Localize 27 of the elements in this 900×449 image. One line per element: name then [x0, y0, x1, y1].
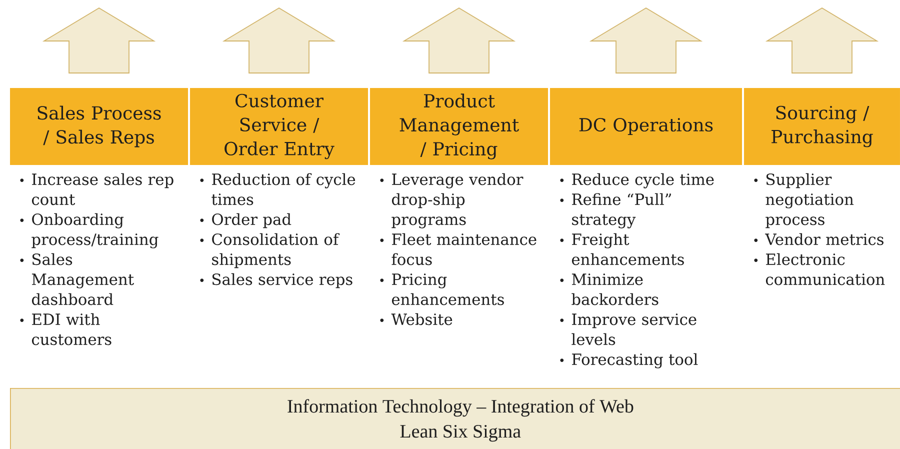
- bullet-item: Electronic communication: [754, 253, 885, 286]
- bullet-item: Supplier negotiation process: [754, 173, 854, 228]
- bullet-item: Pricing enhancements: [380, 274, 504, 306]
- header-box: DC Operations: [550, 88, 742, 165]
- header-box: Product Management / Pricing: [370, 88, 548, 165]
- header-box: Customer Service / Order Entry: [190, 88, 368, 165]
- header-box: Sourcing / Purchasing: [744, 88, 900, 165]
- bullet-item: Reduce cycle time: [560, 173, 714, 188]
- bullet-item: Fleet maintenance focus: [380, 233, 536, 266]
- bullet-item: Minimize backorders: [560, 274, 658, 306]
- bullet-item: Increase sales rep count: [20, 173, 174, 206]
- bullet-item: Leverage vendor drop-ship programs: [380, 173, 524, 228]
- bullet-item: Forecasting tool: [560, 353, 698, 368]
- bullet-item: Sales service reps: [200, 273, 352, 288]
- header-box: Sales Process / Sales Reps: [10, 88, 188, 165]
- bullet-item: Improve service levels: [560, 314, 696, 346]
- bullet-item: Order pad: [200, 213, 292, 228]
- bullet-item: Sales Management dashboard: [20, 253, 134, 306]
- bullet-item: Vendor metrics: [754, 233, 884, 246]
- bullet-item: Consolidation of shipments: [200, 233, 340, 268]
- bullet-item: Website: [380, 313, 452, 326]
- bullet-item: EDI with customers: [20, 313, 112, 346]
- bullet-item: Onboarding process/training: [20, 213, 158, 248]
- foundation-band: Information Technology – Integration of Web Lean Six Sigma: [10, 388, 900, 449]
- bullet-item: Refine “Pull” strategy: [560, 193, 671, 228]
- bullet-item: Reduction of cycle times: [200, 173, 356, 206]
- bullet-item: Freight enhancements: [560, 233, 684, 266]
